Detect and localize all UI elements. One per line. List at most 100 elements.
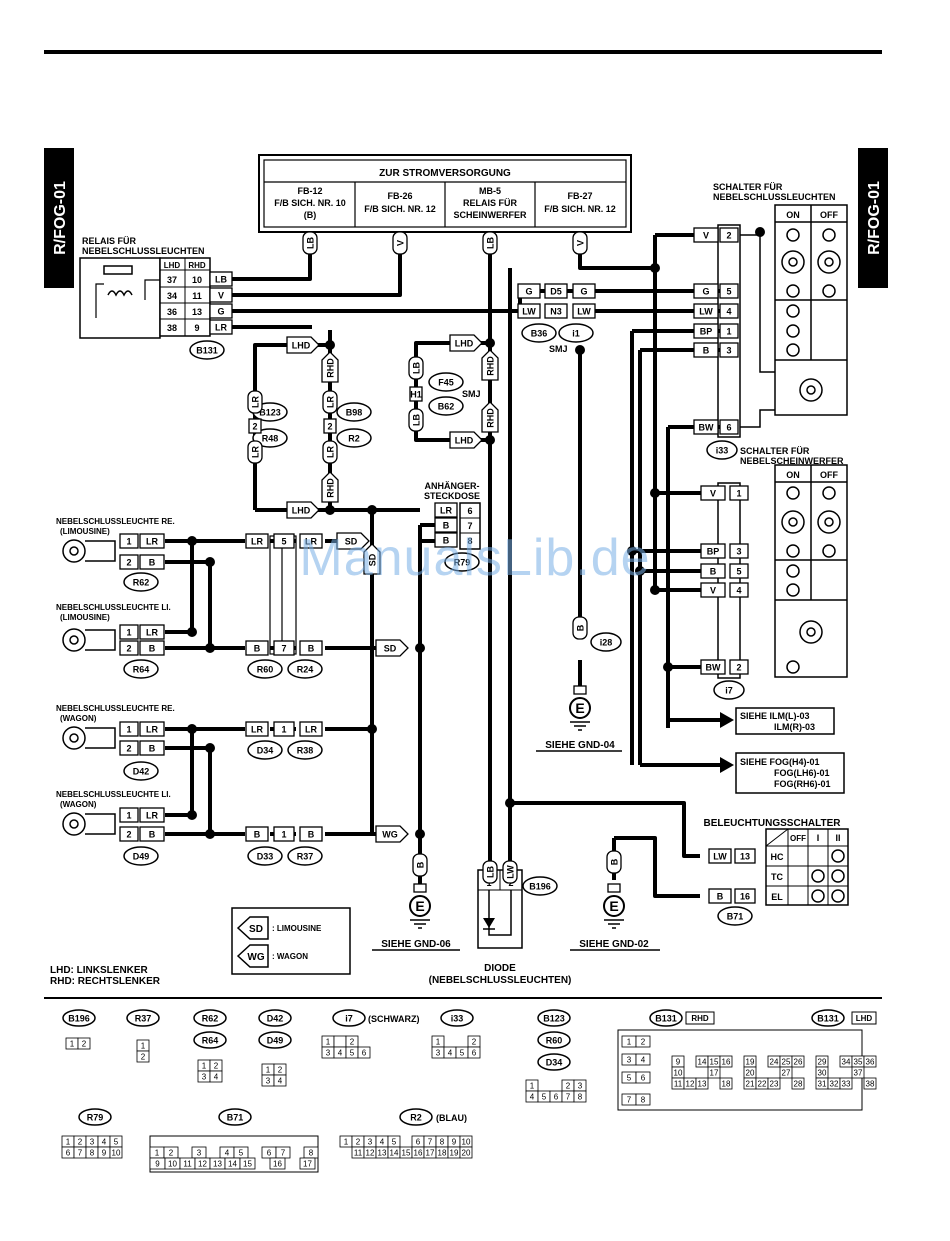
svg-text:LR: LR [146,537,158,547]
wire-tag: LR [139,533,165,549]
connector-d49: D49 [123,846,159,866]
svg-text:7: 7 [627,1096,632,1105]
wire-tag: 1 [719,323,739,339]
arrow-tag-lhd: LHD [286,336,320,354]
wire-tag-vertical: LB [302,231,318,255]
arrow-tag-sd: SD [375,639,409,657]
wire-tag: B [139,554,165,570]
svg-text:30: 30 [818,1069,827,1078]
power-col4-l2: F/B SICH. NR. 12 [544,204,616,214]
footer-b131-rhd: B131 [649,1009,683,1027]
svg-text:13: 13 [698,1080,707,1089]
svg-text:14: 14 [390,1149,399,1158]
svg-text:11: 11 [183,1160,192,1169]
svg-text:R62: R62 [202,1014,219,1024]
wire-tag: 2 [729,659,749,675]
wire-tag: 2 [119,640,139,656]
junction-dots [187,227,765,839]
svg-text:22: 22 [758,1080,767,1089]
connector-i7: i7 [713,680,745,700]
wire-tag: 4 [729,582,749,598]
rear-fog-lamp-2 [62,628,116,652]
svg-text:8: 8 [440,1138,445,1147]
connector-b36: B36 [521,323,557,343]
left-tab: R/FOG-01 [44,148,74,288]
relay-wire-tag: LB [209,271,233,287]
wire-tag: V [700,485,726,501]
rear-fog-lamp-4 [62,812,116,836]
svg-text:33: 33 [842,1080,851,1089]
trailer-wire-tag: B [434,517,458,533]
svg-text:B: B [443,521,450,531]
svg-text:RHD: RHD [486,408,496,428]
svg-text:V: V [576,240,586,246]
svg-text:B: B [308,644,315,654]
svg-text:V: V [218,291,224,301]
svg-text:SD: SD [384,644,397,654]
svg-text:2: 2 [278,1066,283,1075]
switch-rear-on: ON [786,210,800,220]
svg-text:LB: LB [486,866,496,878]
svg-text:37: 37 [854,1069,863,1078]
wire-tag: LR [299,721,323,737]
wire-tag-vertical: LR [322,390,338,414]
lamp-re-lim-sub: (LIMOUSINE) [60,527,110,536]
lamp-shapes [62,539,116,836]
svg-text:LHD: LHD [292,506,311,516]
svg-text:R60: R60 [546,1036,563,1046]
wire-tag: 5 [719,283,739,299]
svg-text:4: 4 [380,1138,385,1147]
wire-tag: 2 [248,418,262,434]
connector-r60-label: R60 [257,665,274,675]
svg-text:LR: LR [251,446,261,458]
power-col1-l3: (B) [304,210,317,220]
ref-ilm-2: ILM(R)-03 [774,722,815,732]
svg-text:D49: D49 [267,1036,284,1046]
light-switch-title: BELEUCHTUNGSSCHALTER [703,818,841,829]
arrow-tag-rhd: RHD [481,349,499,381]
svg-text:SD: SD [345,537,358,547]
svg-text:1: 1 [66,1138,71,1147]
wire-tag: D5 [544,283,568,299]
svg-text:2: 2 [126,644,131,654]
svg-text:23: 23 [770,1080,779,1089]
arrow-tag-rhd: RHD [481,401,499,433]
light-switch-row: TC [771,872,783,882]
connector-r60: R60 [247,659,283,679]
connector-d34-label: D34 [257,746,274,756]
top-rule [44,50,882,54]
connector-b71: B71 [717,906,753,926]
svg-text:4: 4 [530,1093,535,1102]
footer-blau: (BLAU) [436,1113,467,1123]
wire-tag: G [517,283,541,299]
svg-text:18: 18 [438,1149,447,1158]
footer-b131-lhd: B131 [811,1009,845,1027]
wire-tag: B [139,826,165,842]
power-col3-l1: MB-5 [479,186,501,196]
svg-text:11: 11 [674,1080,683,1089]
svg-text:LW: LW [577,307,591,317]
footer-r2: R2 [399,1108,433,1126]
wire-tag-vertical: V [392,231,408,255]
ref-fog: SIEHE FOG(H4)-01 FOG(LH6)-01 FOG(RH6)-01 [720,752,845,794]
wires [165,232,720,898]
svg-text:27: 27 [782,1069,791,1078]
svg-text:1: 1 [126,811,131,821]
svg-text:BP: BP [700,327,713,337]
connector-r38-label: R38 [297,746,314,756]
svg-text:2: 2 [327,422,332,432]
trailer-socket: ANHÄNGER- STECKDOSE 6 7 8 [424,481,481,550]
relay-pin: 36 [167,307,177,317]
svg-text:1: 1 [736,489,741,499]
svg-text:1: 1 [344,1138,349,1147]
trailer-title-1: ANHÄNGER- [425,481,480,491]
wire-tag: LW [517,303,541,319]
footer-d34: D34 [537,1053,571,1071]
svg-text:26: 26 [794,1058,803,1067]
svg-text:31: 31 [818,1080,827,1089]
svg-text:LR: LR [215,323,227,333]
svg-text:1: 1 [726,327,731,337]
connector-i1-label: i1 [572,329,580,339]
